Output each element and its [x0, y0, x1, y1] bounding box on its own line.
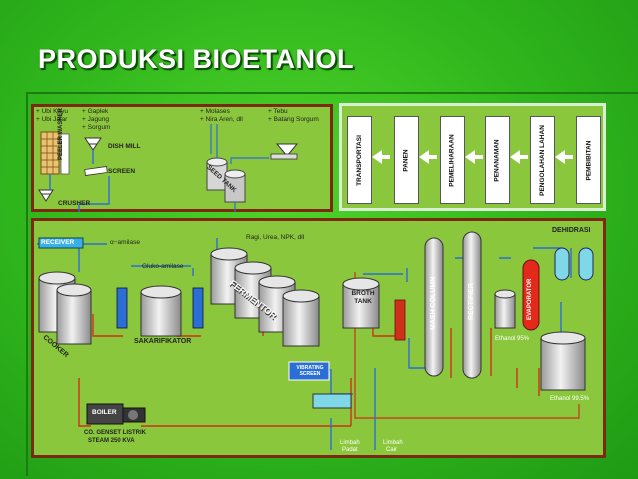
step-pembibitan: PEMBIBITAN [576, 116, 601, 204]
step-transportasi: TRANSPORTASI [347, 116, 372, 204]
vibrating-screen-label: VIBRATING SCREEN [296, 365, 324, 377]
step-penanaman: PENANAMAN [485, 116, 510, 204]
sakarifikator-tank [140, 285, 182, 337]
dehidrasi-label: DEHIDRASI [552, 227, 591, 234]
raw-material-molases: + Molases [200, 108, 230, 115]
boiler-unit [86, 403, 146, 425]
alpha-amilase-label: α−amilase [110, 239, 140, 246]
raw-material-gaplek: + Gaplek [82, 108, 109, 115]
ethanol-95-label: Ethanol 95% [495, 336, 530, 342]
peeler-washer-label: PEELER WASHER [58, 107, 64, 160]
genset-label-2: STEAM 250 KVA [88, 438, 135, 444]
peeler-washer-unit [40, 131, 70, 175]
divider-line [26, 92, 638, 94]
limbah-cair-label-2: Cair [386, 447, 398, 453]
arrow-head-icon [555, 150, 565, 164]
raw-material-batang-sorgum: + Batang Sorgum [268, 116, 319, 123]
evaporator-unit [522, 259, 540, 331]
crusher-label: CRUSHER [58, 200, 91, 207]
heat-exchanger-3 [394, 299, 406, 341]
crusher-unit [38, 189, 54, 202]
ethanol-95-tank [494, 289, 516, 329]
ethanol-995-label: Ethanol 99.5% [550, 396, 590, 402]
arrow [471, 155, 483, 159]
screen-unit [84, 166, 108, 176]
cane-crusher-unit [270, 143, 299, 160]
limbah-padat-label-2: Padat [342, 447, 358, 453]
dish-mill-unit [84, 137, 102, 151]
boiler-label: BOILER [92, 409, 117, 416]
main-process-diagram [37, 231, 594, 450]
dish-mill-label: DISH MILL [108, 143, 141, 150]
ethanol-995-tank [540, 331, 586, 391]
heat-exchanger-1 [116, 287, 128, 329]
mash-column [424, 237, 444, 377]
arrow [378, 155, 390, 159]
arrow [561, 155, 573, 159]
page-title: PRODUKSI BIOETANOL [38, 44, 355, 74]
cooker-tank [38, 271, 92, 345]
raw-prep-diagram [38, 124, 299, 212]
raw-material-ubi-jalar: + Ubi Jalar [36, 116, 68, 123]
arrow-head-icon [372, 150, 382, 164]
step-pemeliharaan: PEMELIHARAAN [440, 116, 465, 204]
arrow-head-icon [510, 150, 520, 164]
arrow-head-icon [419, 150, 429, 164]
receiver-label: RECEIVER [41, 239, 75, 246]
raw-material-sorgum: + Sorgum [82, 124, 111, 131]
mash-column-label: MASH COLUMN [430, 276, 437, 330]
rectifier-column [462, 231, 482, 379]
step-panen: PANEN [394, 116, 419, 204]
raw-material-jagung: + Jagung [82, 116, 109, 123]
seed-tank-unit [206, 157, 246, 203]
gluko-amilase-label: Gluko-amilase [142, 263, 184, 270]
arrow [516, 155, 528, 159]
genset-label-1: CO. GENSET LISTRIK [84, 430, 147, 436]
heat-exchanger-2 [192, 287, 204, 329]
rectifier-label: RECTIFIER [468, 283, 475, 320]
limbah-padat-label-1: Limbah [340, 440, 360, 446]
arrow-head-icon [465, 150, 475, 164]
divider-line-vertical [26, 92, 28, 476]
evaporator-label: EVAPORATOR [527, 278, 533, 320]
fermentor-tanks [210, 247, 320, 347]
screen-label: SCREEN [108, 168, 136, 175]
collector-box [312, 393, 352, 409]
vibrating-screen-unit [288, 361, 330, 381]
receiver-unit [38, 237, 84, 249]
sakarifikator-label: SAKARIFIKATOR [134, 338, 192, 345]
dehidrasi-units [554, 247, 594, 281]
arrow [425, 155, 437, 159]
broth-tank [342, 277, 380, 329]
raw-material-tebu: + Tebu [268, 108, 288, 115]
raw-material-ubi-kayu: + Ubi Kayu [36, 108, 68, 115]
step-pengolahan-lahan: PENGOLAHAN LAHAN [530, 116, 555, 204]
raw-material-nira-aren: + Nira Aren, dll [200, 116, 243, 123]
limbah-cair-label-1: Limbah [383, 440, 403, 446]
broth-tank-label: BROTH TANK [351, 290, 375, 305]
ragi-label: Ragi, Urea, NPK, dll [246, 234, 305, 241]
